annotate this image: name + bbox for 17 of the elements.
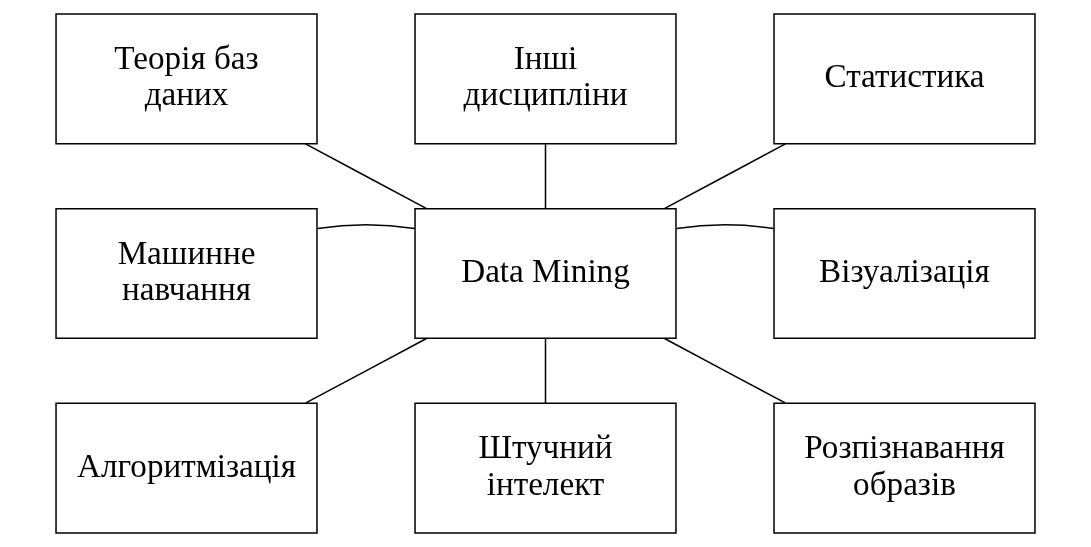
connector [304,143,427,210]
node-box: Інші дисципліни [414,13,677,145]
connector [544,143,547,210]
connector [664,143,787,210]
node-box: Візуалізація [773,207,1036,340]
node-box: Розпізнавання образів [773,402,1036,534]
node-box: Data Mining [414,207,677,340]
node-box: Теорія баз даних [55,13,318,145]
node-box: Статистика [773,13,1036,145]
node-box: Алгоритмізація [55,402,318,534]
connector [675,224,775,230]
connector [544,338,547,404]
node-box: Штучний інтелект [414,402,677,534]
node-box: Машинне навчання [55,207,318,340]
connector [316,224,416,230]
connector [305,337,428,404]
connector [663,337,786,404]
